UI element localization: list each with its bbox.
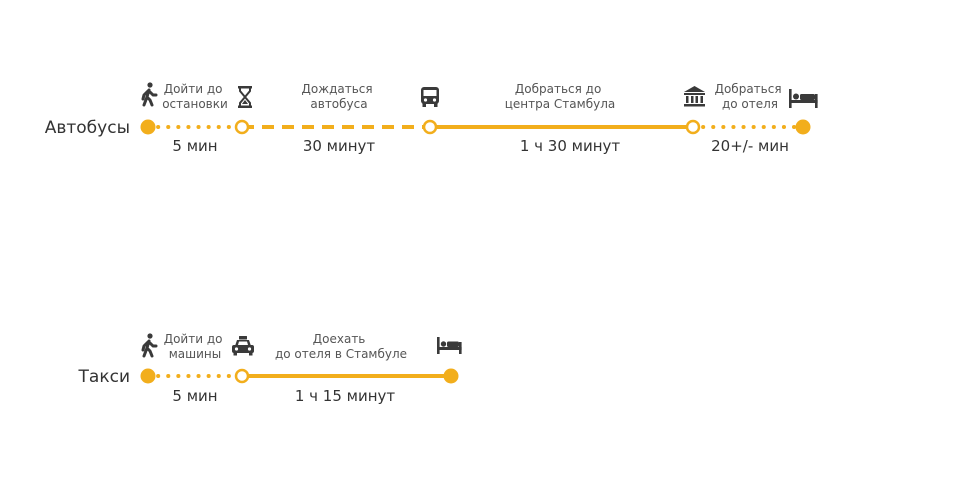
node-start: [140, 368, 156, 384]
step-label-taxi: Доехать до отеля в Стамбуле: [275, 332, 407, 361]
duration-hotel: 20+/- мин: [711, 137, 789, 155]
route-name: Автобусы: [45, 118, 130, 138]
node-end: [795, 119, 811, 135]
bus-icon: [421, 87, 439, 107]
taxi-icon: [232, 336, 254, 356]
step-label-walk: Дойти до остановки: [162, 82, 228, 111]
duration-taxi: 1 ч 15 минут: [295, 387, 396, 405]
node-end: [443, 368, 459, 384]
node-stop: [234, 119, 250, 135]
node-start: [140, 119, 156, 135]
step-label-wait: Дождаться автобуса: [302, 82, 377, 111]
bed-icon: [789, 89, 818, 108]
duration-wait: 30 минут: [303, 137, 376, 155]
walk-icon: [141, 333, 158, 358]
route-taxi: Такси Дойти до ма: [78, 332, 462, 405]
route-buses: Автобусы: [45, 82, 818, 155]
bed-icon: [437, 337, 462, 354]
walk-icon: [141, 82, 158, 107]
route-name: Такси: [78, 367, 130, 387]
hourglass-icon: [238, 86, 252, 108]
duration-walk: 5 мин: [172, 387, 217, 405]
duration-walk: 5 мин: [172, 137, 217, 155]
step-label-walk: Дойти до машины: [164, 332, 227, 361]
node-center: [685, 119, 701, 135]
step-label-hotel: Добраться до отеля: [715, 82, 786, 111]
node-bus: [422, 119, 438, 135]
museum-icon: [684, 86, 705, 107]
step-label-bus: Добраться до центра Стамбула: [505, 82, 615, 111]
duration-bus: 1 ч 30 минут: [520, 137, 621, 155]
node-car: [234, 368, 250, 384]
